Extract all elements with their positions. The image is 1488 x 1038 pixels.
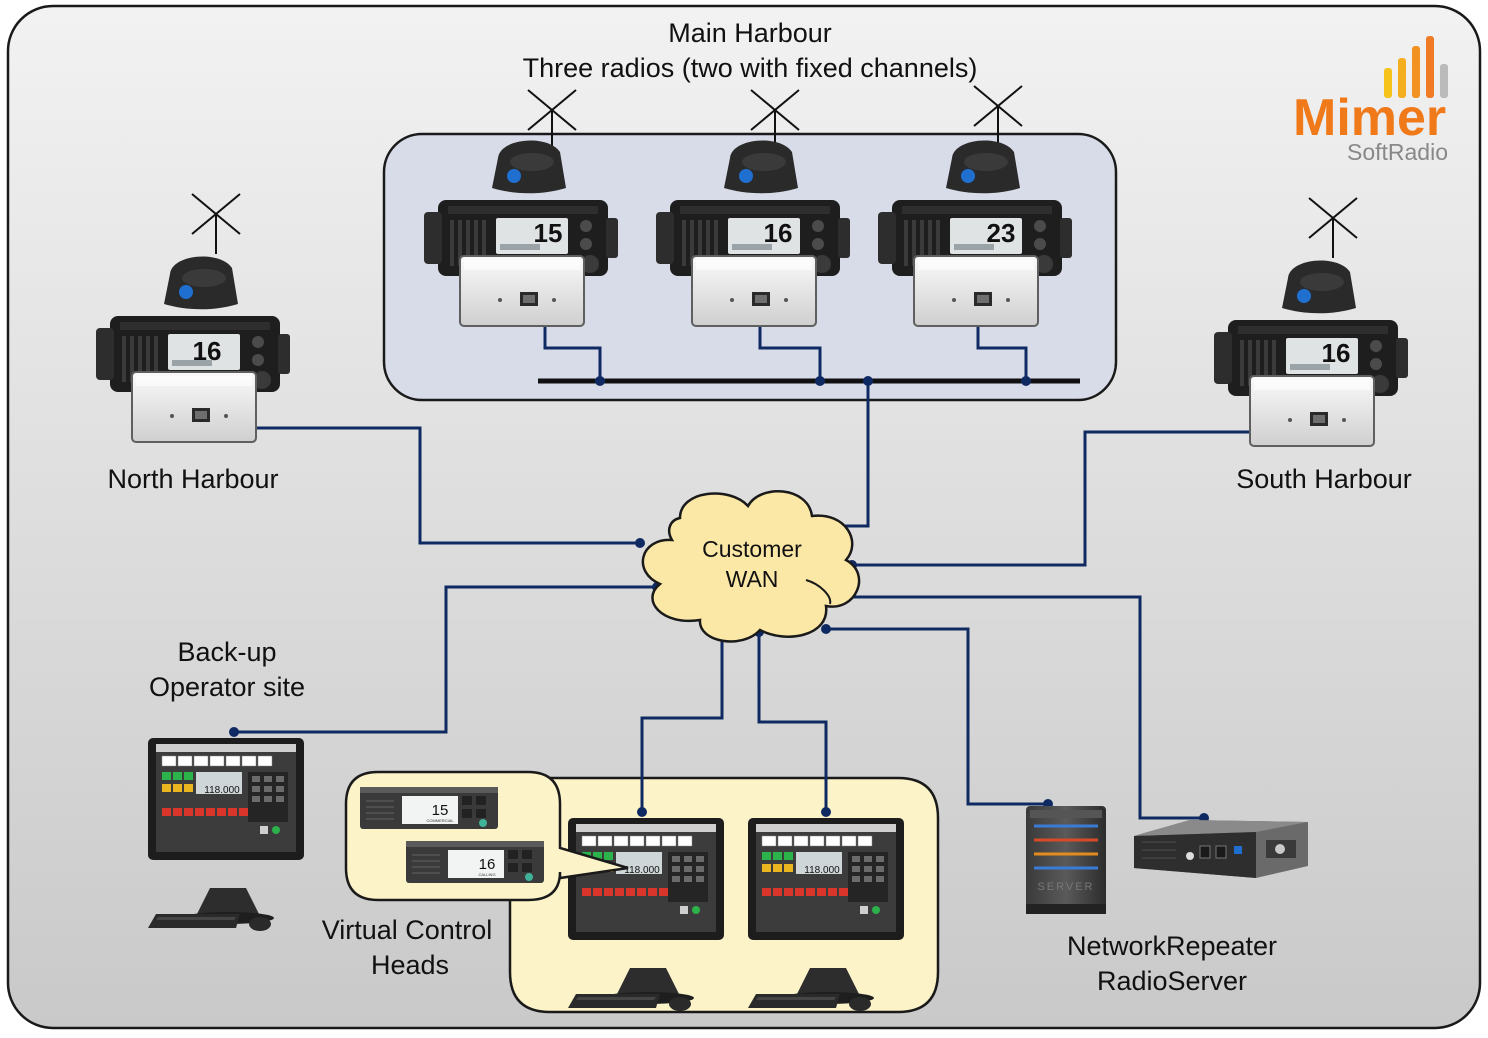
radio-server-tower: SERVER bbox=[1026, 806, 1106, 914]
server-label-line1: NetworkRepeater bbox=[1067, 931, 1277, 961]
link-south-wan bbox=[852, 430, 1316, 567]
main-radio-1: 15 bbox=[423, 139, 619, 327]
backup-label-line2: Operator site bbox=[149, 672, 305, 702]
south-harbour-label: South Harbour bbox=[1236, 464, 1412, 494]
main-radio-3: 23 bbox=[877, 139, 1073, 327]
logo-brand: Mimer bbox=[1293, 89, 1446, 147]
vch-panel-2: 16 CALLING bbox=[405, 840, 545, 884]
mimer-logo: Mimer SoftRadio bbox=[1293, 36, 1448, 165]
north-harbour-label: North Harbour bbox=[107, 464, 278, 494]
backup-operator-pc: 118.000 bbox=[147, 737, 305, 932]
network-repeater-box bbox=[1134, 820, 1308, 878]
link-main-radio-1 bbox=[543, 312, 602, 381]
main-radio-2: 16 bbox=[655, 139, 851, 327]
operator-pc-2: 118.000 bbox=[747, 817, 905, 1012]
link-north-wan bbox=[198, 426, 640, 545]
network-links bbox=[198, 312, 1316, 820]
vch-2-name: CALLING bbox=[478, 872, 495, 877]
main-radio-1-channel: 15 bbox=[534, 218, 563, 248]
backup-pc-frequency: 118.000 bbox=[204, 785, 240, 796]
main-radio-3-channel: 23 bbox=[987, 218, 1016, 248]
link-main-radio-2 bbox=[758, 312, 822, 381]
logo-product: SoftRadio bbox=[1347, 139, 1448, 165]
main-radio-2-channel: 16 bbox=[764, 218, 793, 248]
north-radio-channel: 16 bbox=[193, 336, 222, 366]
server-label-line2: RadioServer bbox=[1097, 966, 1247, 996]
link-server-wan bbox=[826, 627, 1048, 806]
operator-pc-2-frequency: 118.000 bbox=[804, 865, 840, 876]
operator-pc-1: 118.000 bbox=[567, 817, 725, 1012]
backup-label-line1: Back-up bbox=[177, 637, 276, 667]
vch-1-name: COMMERCIAL bbox=[426, 818, 454, 823]
link-operator1-wan bbox=[640, 622, 724, 812]
vch-2-channel: 16 bbox=[479, 856, 496, 873]
link-backup-wan bbox=[234, 585, 657, 734]
wan-label-line1: Customer bbox=[702, 536, 802, 562]
link-repeater-wan bbox=[836, 595, 1204, 820]
vch-label-line2: Heads bbox=[371, 950, 449, 980]
server-tower-label: SERVER bbox=[1037, 881, 1094, 893]
south-radio: 16 bbox=[1213, 259, 1409, 447]
link-main-radio-3 bbox=[976, 312, 1028, 381]
vch-panel-1: 15 COMMERCIAL bbox=[359, 786, 499, 830]
vch-label-line1: Virtual Control bbox=[322, 915, 493, 945]
vch-1-channel: 15 bbox=[432, 802, 449, 819]
operator-pc-1-frequency: 118.000 bbox=[624, 865, 660, 876]
link-operator2-wan bbox=[757, 632, 828, 812]
south-radio-channel: 16 bbox=[1322, 338, 1351, 368]
vch-callout: 15 COMMERCIAL 16 CALLING bbox=[344, 770, 629, 902]
customer-wan-cloud: Customer WAN bbox=[641, 490, 861, 643]
wan-label-line2: WAN bbox=[726, 566, 779, 592]
north-radio: 16 bbox=[95, 255, 291, 443]
title-line1: Main Harbour bbox=[668, 18, 832, 48]
title-line2: Three radios (two with fixed channels) bbox=[523, 53, 978, 83]
